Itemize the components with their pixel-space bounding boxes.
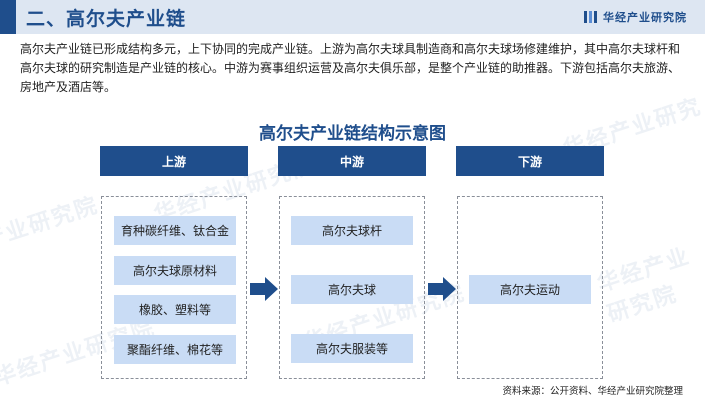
upstream-box — [101, 196, 247, 379]
brand-logo-icon — [584, 10, 598, 24]
intro-paragraph: 高尔夫产业链已形成结构多元，上下协同的完成产业链。上游为高尔夫球具制造商和高尔夫… — [20, 42, 681, 94]
upstream-item: 橡胶、塑料等 — [114, 295, 236, 324]
watermark: 产业研究院 — [0, 192, 102, 254]
midstream-box — [279, 196, 425, 379]
section-header: 二、高尔夫产业链 华经产业研究院 — [0, 0, 705, 34]
upstream-item: 聚酯纤维、棉花等 — [114, 335, 236, 364]
upstream-item: 育种碳纤维、钛合金 — [114, 216, 236, 245]
midstream-item: 高尔夫球 — [291, 275, 413, 304]
flow-arrow-icon — [428, 277, 456, 301]
brand-name: 华经产业研究院 — [603, 11, 687, 24]
diagram-title: 高尔夫产业链结构示意图 — [259, 124, 446, 144]
downstream-box — [457, 196, 603, 379]
section-title: 二、高尔夫产业链 — [26, 8, 187, 30]
downstream-item: 高尔夫运动 — [469, 275, 591, 304]
upstream-header: 上游 — [100, 146, 248, 176]
source-note: 资料来源：公开资料、华经产业研究院整理 — [502, 386, 683, 397]
flow-arrow-icon — [250, 277, 278, 301]
brand: 华经产业研究院 — [584, 9, 687, 25]
midstream-item: 高尔夫服装等 — [291, 334, 413, 363]
header-accent-bar — [0, 0, 16, 34]
midstream-item: 高尔夫球杆 — [291, 216, 413, 245]
upstream-item: 高尔夫球原材料 — [114, 256, 236, 285]
midstream-header: 中游 — [278, 146, 426, 176]
watermark: 华经产业研究院 — [594, 243, 694, 328]
downstream-header: 下游 — [456, 146, 604, 176]
